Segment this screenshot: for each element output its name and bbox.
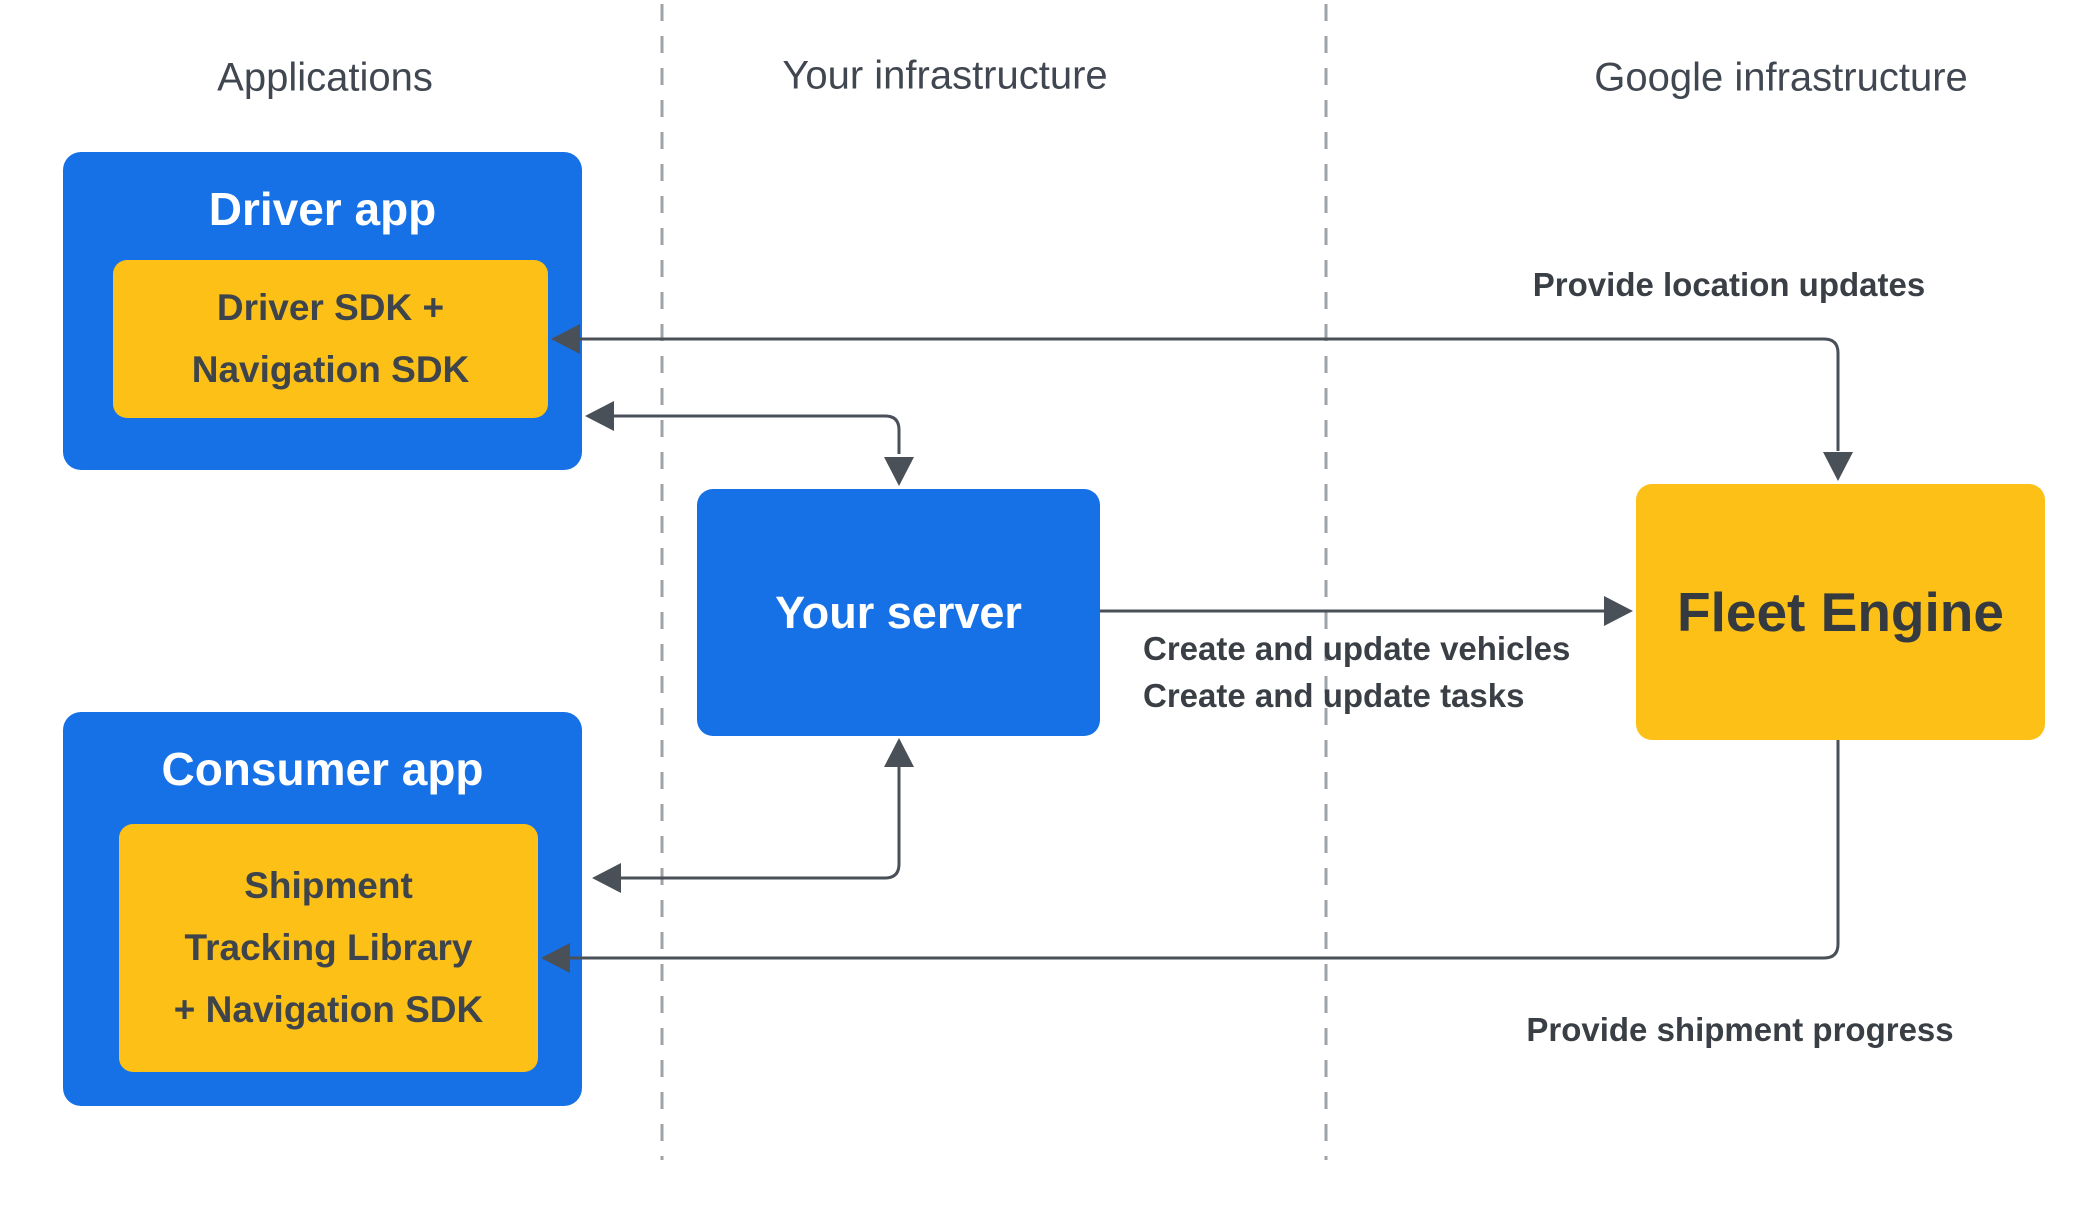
label-create-update: Create and update vehicles Create and up… [1143, 625, 1570, 719]
consumer-app-title: Consumer app [161, 743, 484, 795]
shipment-line-1: Shipment [244, 865, 413, 906]
edge-driver-app-server-line [613, 414, 901, 454]
arrowhead-into-driver-app [585, 401, 614, 431]
shipment-tracking-box: Shipment Tracking Library + Navigation S… [119, 824, 538, 1072]
column-header-applications: Applications [217, 55, 433, 100]
driver-sdk-box: Driver SDK + Navigation SDK [113, 260, 548, 418]
driver-sdk-line-2: Navigation SDK [191, 349, 470, 390]
shipment-line-2: Tracking Library [184, 927, 473, 968]
driver-sdk-line-1: Driver SDK + [216, 287, 445, 328]
consumer-app-box: Consumer app Shipment Tracking Library +… [63, 712, 582, 1106]
driver-sdk-label: Driver SDK + Navigation SDK [113, 277, 548, 401]
edge-server-consumer-line [620, 766, 901, 880]
arrowhead-into-fleet-engine-top [1823, 452, 1853, 481]
edge-location-updates-line [579, 337, 1840, 451]
arrowhead-into-consumer-app [592, 863, 621, 893]
arrowhead-into-fleet-engine-left [1604, 596, 1633, 626]
label-create-update-vehicles: Create and update vehicles [1143, 630, 1571, 667]
column-header-google-infrastructure: Google infrastructure [1594, 55, 1968, 100]
your-server-title: Your server [775, 586, 1022, 638]
arrowhead-into-your-server-top [884, 457, 914, 486]
column-header-your-infrastructure: Your infrastructure [782, 53, 1108, 98]
edge-shipment-progress-line [570, 740, 1840, 960]
fleet-engine-title: Fleet Engine [1677, 581, 2004, 643]
driver-app-box: Driver app Driver SDK + Navigation SDK [63, 152, 582, 470]
label-provide-location-updates: Provide location updates [1532, 266, 1926, 303]
shipment-line-3: + Navigation SDK [173, 989, 484, 1030]
your-server-box: Your server [697, 489, 1100, 736]
driver-app-title: Driver app [208, 183, 437, 235]
fleet-engine-box: Fleet Engine [1636, 484, 2045, 740]
label-provide-shipment-progress: Provide shipment progress [1526, 1011, 1954, 1048]
label-create-update-tasks: Create and update tasks [1143, 677, 1525, 714]
arrowhead-into-your-server-bottom [884, 738, 914, 767]
shipment-tracking-label: Shipment Tracking Library + Navigation S… [119, 855, 538, 1041]
